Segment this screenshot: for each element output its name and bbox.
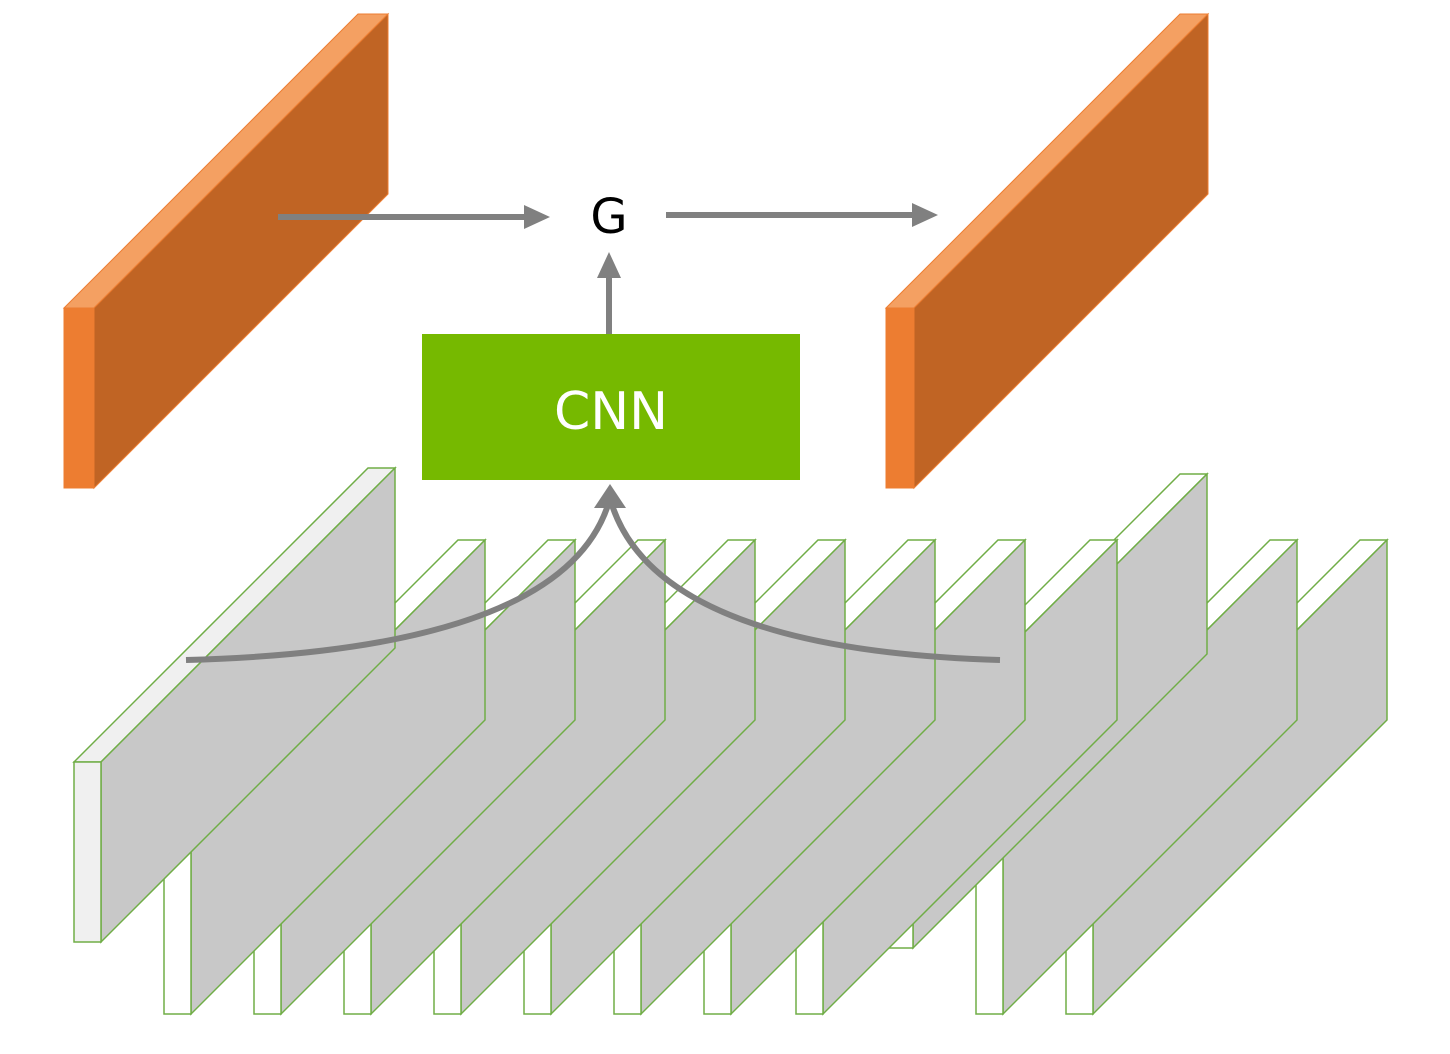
input-slice-stack	[72, 466, 1389, 1016]
guided-filter-label: G	[590, 189, 627, 245]
g-to-output-arrowhead	[912, 203, 938, 227]
input-feature-block	[62, 12, 390, 490]
output-feature-block	[884, 12, 1210, 490]
input-slice	[72, 466, 397, 944]
cnn-to-g-arrowhead	[597, 252, 621, 278]
cnn-box	[422, 334, 800, 480]
input-to-g-arrowhead	[524, 205, 550, 229]
cnn-label: CNN	[554, 382, 668, 442]
cnn-input-arrowhead	[594, 484, 626, 508]
left-curve-arrow	[185, 504, 611, 663]
right-curve-arrow	[609, 504, 1001, 663]
slice-front-edge	[73, 761, 102, 943]
cnn-block: CNN	[422, 334, 800, 480]
